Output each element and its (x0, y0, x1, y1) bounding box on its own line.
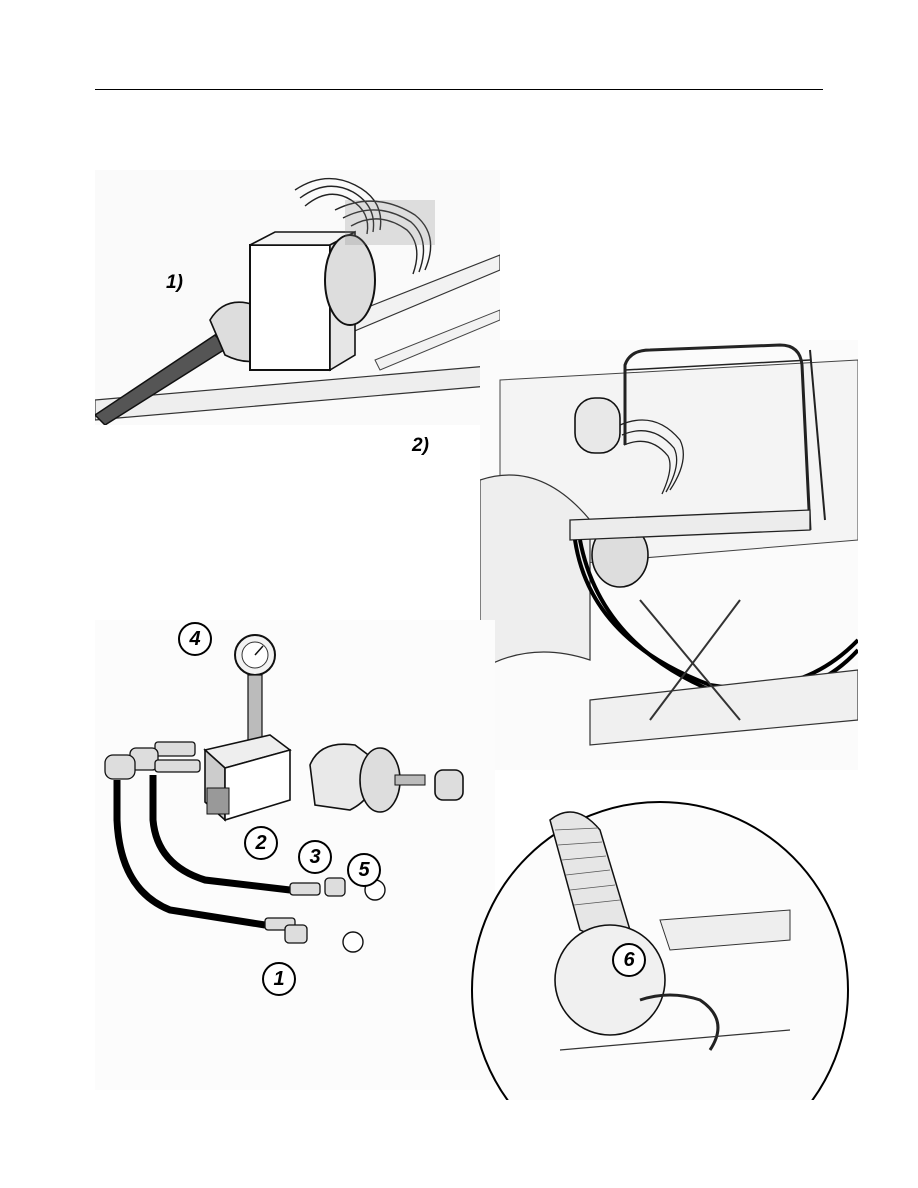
callout-3: 3 (298, 840, 332, 874)
figure-1-illustration (95, 170, 500, 425)
figure-4-drawing (460, 790, 860, 1100)
callout-5: 5 (347, 853, 381, 887)
header-rule (95, 89, 823, 90)
figure-2-illustration (480, 340, 858, 770)
figure-2-label: 2) (412, 435, 429, 457)
callout-6: 6 (612, 943, 646, 977)
callout-1: 1 (262, 962, 296, 996)
figure-2-drawing (480, 340, 858, 770)
callout-4: 4 (178, 622, 212, 656)
figure-4-detail-circle (460, 790, 860, 1100)
callout-2: 2 (244, 826, 278, 860)
figure-3-drawing (95, 620, 495, 1090)
figure-1-label: 1) (166, 272, 183, 294)
figure-1-drawing (95, 170, 500, 425)
figure-3-illustration (95, 620, 495, 1090)
